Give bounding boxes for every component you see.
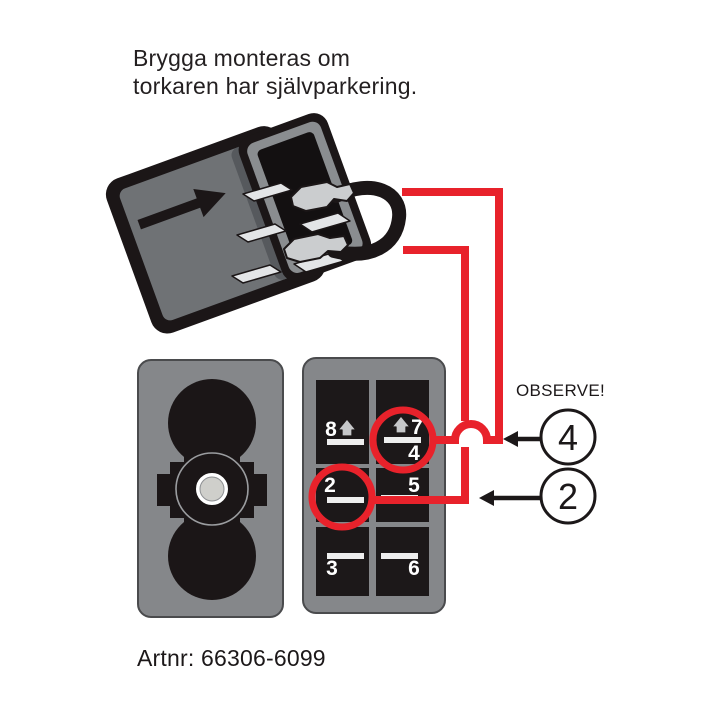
front-view-switch	[137, 359, 284, 618]
rocker-arrow-icon	[137, 188, 226, 230]
terminal-number-6: 6	[408, 557, 420, 580]
callout-circle-2	[539, 467, 597, 525]
terminal-number-4: 4	[408, 442, 420, 465]
contact-bar	[327, 439, 364, 445]
terminal-number-2: 2	[324, 474, 336, 497]
instruction-line-2: torkaren har självparkering.	[133, 73, 418, 99]
wire-terminal-2-upper	[403, 246, 469, 421]
terminal-blade	[231, 264, 282, 284]
callout-circle-4	[539, 408, 597, 466]
contact-bar	[327, 497, 364, 503]
callout-number-2: 2	[558, 476, 578, 517]
terminal-number-7: 7	[411, 416, 423, 439]
up-arrow-icon	[337, 418, 357, 437]
terminal-number-5: 5	[408, 474, 420, 497]
instruction-line-1: Brygga monteras om	[133, 45, 351, 71]
left-arrowhead-icon	[479, 490, 494, 506]
contact-bar	[327, 553, 364, 559]
callout-2: 2	[479, 467, 597, 525]
terminal-blade	[242, 182, 293, 202]
terminal-number-8: 8	[325, 418, 337, 441]
callout-number-4: 4	[558, 417, 578, 458]
terminal-blades	[231, 182, 351, 284]
terminal-highlight-circle-7-4	[369, 406, 437, 474]
contact-bar	[384, 437, 421, 443]
red-wiring	[308, 188, 503, 531]
crimp-terminal-upper	[290, 181, 355, 212]
rocker-switch-illustration	[105, 113, 407, 334]
terminal-highlight-circle-2	[308, 463, 376, 531]
jumper-bridge-wire	[327, 180, 407, 261]
terminal-cell-6	[376, 527, 429, 596]
terminal-cell-3	[316, 527, 369, 596]
center-ring-outline	[175, 452, 249, 526]
callout-4: 4	[503, 408, 597, 466]
rocker-top-circle	[168, 379, 256, 467]
button-center	[199, 476, 225, 502]
observe-label: OBSERVE!	[516, 381, 606, 400]
terminal-cell-8	[316, 380, 369, 464]
wire-terminal-7-4	[402, 188, 503, 444]
back-view-switch: 8 7 4 2 5 3 6	[302, 357, 446, 614]
up-arrow-icon	[391, 415, 411, 434]
artnr-label: Artnr: 66306-6099	[137, 645, 326, 671]
instruction-text: Brygga monteras om torkaren har självpar…	[133, 44, 417, 100]
rocker-bottom-circle	[168, 512, 256, 600]
terminal-number-3: 3	[326, 557, 338, 580]
wire-terminal-2-lower	[374, 447, 469, 504]
crimp-terminal-lower	[283, 233, 349, 263]
terminal-blade	[299, 212, 351, 233]
contact-bar	[381, 553, 418, 559]
left-arrowhead-icon	[503, 431, 518, 447]
terminal-blade	[236, 223, 287, 243]
